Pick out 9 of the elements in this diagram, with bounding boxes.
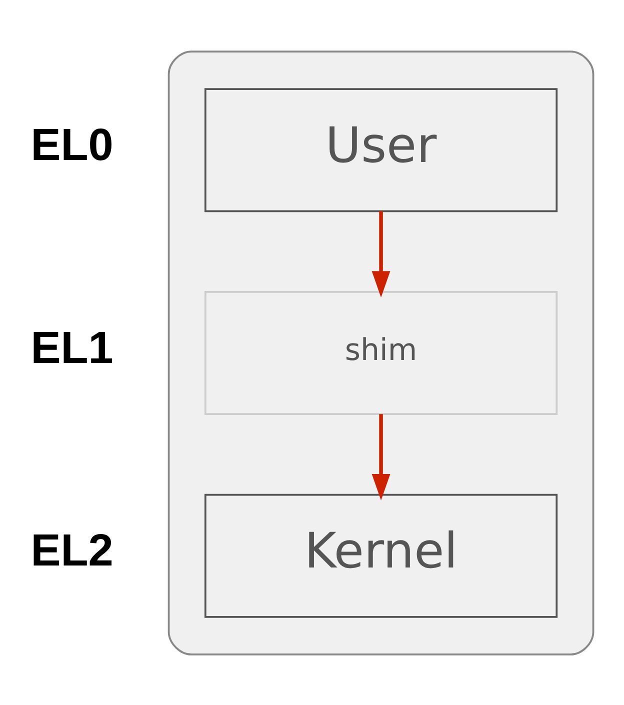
cluster [168,50,594,655]
arrow [372,414,390,500]
node-box: shim [204,290,558,414]
label: EL0 [30,118,114,170]
label: EL1 [30,321,114,372]
arrow [372,210,390,297]
node-box: Kernel [204,493,558,618]
node-box: User [204,88,558,212]
label: EL2 [30,524,114,576]
